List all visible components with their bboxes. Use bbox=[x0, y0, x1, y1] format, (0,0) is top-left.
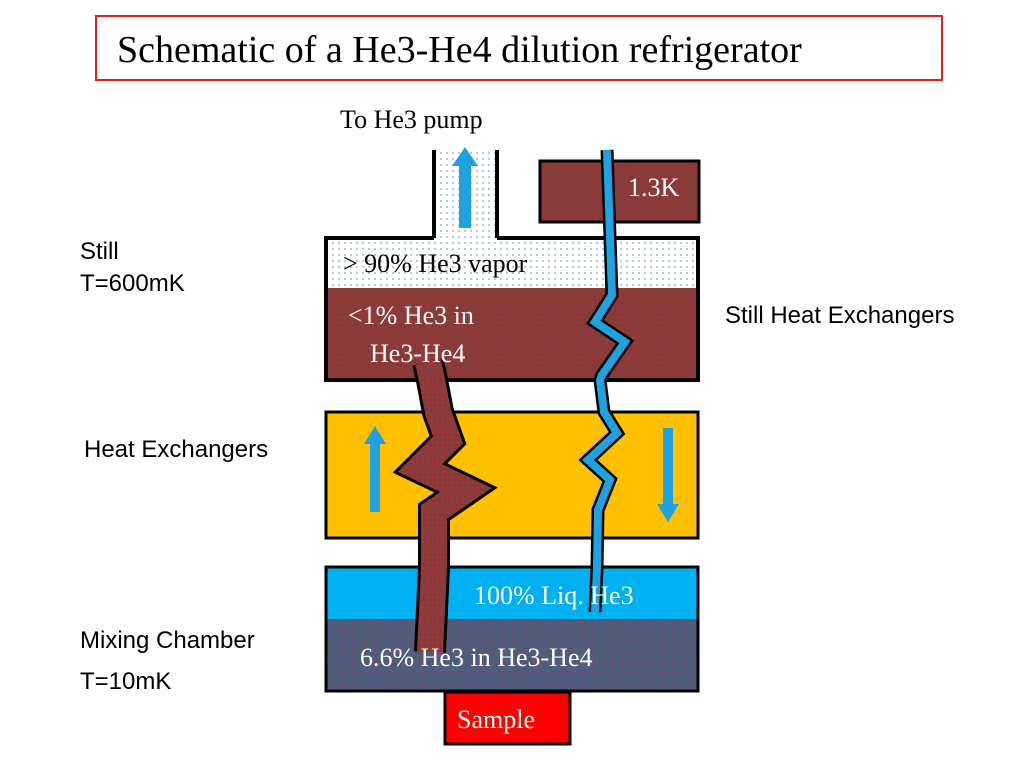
plate-temp-label: 1.3K bbox=[628, 173, 680, 202]
still-liquid-label-line2: He3-He4 bbox=[370, 339, 466, 368]
heat-exchanger-block bbox=[324, 410, 700, 540]
liquid-he3-label: 100% Liq. He3 bbox=[474, 581, 634, 610]
vapor-label: > 90% He3 vapor bbox=[343, 249, 528, 278]
mixing-chamber bbox=[324, 565, 700, 693]
still-liquid-label-line1: <1% He3 in bbox=[348, 301, 474, 330]
he3-return-line bbox=[582, 149, 631, 613]
mixing-chamber-temp-label: T=10mK bbox=[80, 668, 172, 695]
still-temp-label: T=600mK bbox=[80, 270, 185, 297]
still-name-label: Still bbox=[80, 238, 119, 265]
exchanger-up-arrow bbox=[364, 426, 386, 512]
diagram-title: Schematic of a He3-He4 dilution refriger… bbox=[95, 15, 943, 81]
sample-label: Sample bbox=[457, 705, 535, 734]
pump-outflow-arrow bbox=[452, 147, 478, 228]
dilute-phase-label: 6.6% He3 in He3-He4 bbox=[360, 643, 593, 672]
pump-label: To He3 pump bbox=[340, 105, 483, 134]
mixing-chamber-name-label: Mixing Chamber bbox=[80, 627, 255, 654]
exchanger-down-arrow bbox=[657, 428, 679, 522]
still-heat-exchangers-label: Still Heat Exchangers bbox=[725, 302, 955, 329]
sample-block bbox=[443, 690, 572, 746]
liquid-he3-layer bbox=[326, 567, 698, 619]
still-plate-1-3k bbox=[538, 159, 701, 224]
heat-exchangers-label: Heat Exchangers bbox=[84, 436, 269, 463]
still-chamber bbox=[324, 236, 700, 382]
